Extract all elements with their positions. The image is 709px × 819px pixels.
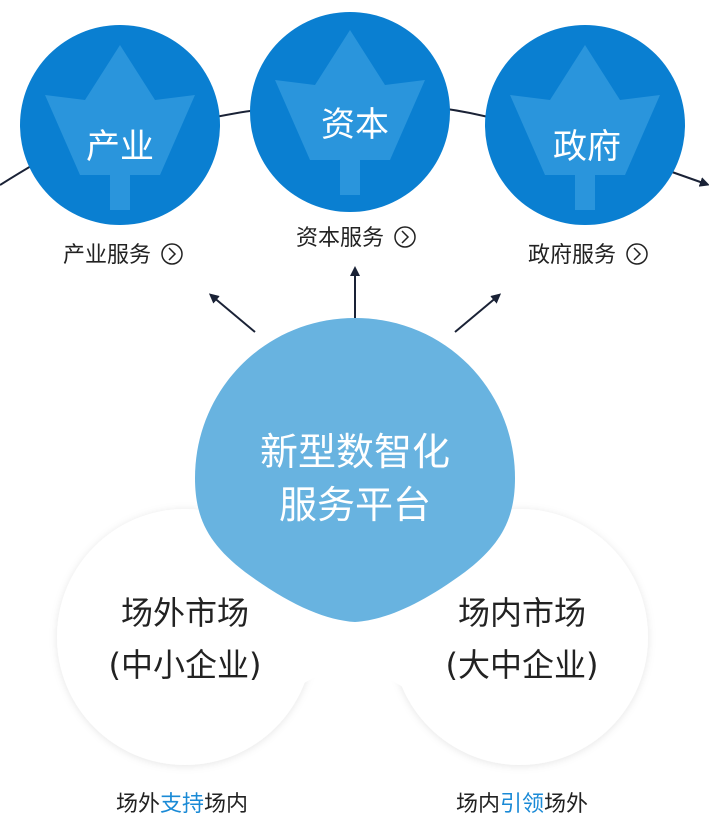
caption-post: 场外 <box>544 792 588 817</box>
caption-pre: 场内 <box>456 792 500 817</box>
market-otc-line1: 场外市场 <box>121 594 249 632</box>
service-link-government[interactable]: 政府服务 <box>528 243 648 268</box>
market-otc-line2: (中小企业) <box>109 646 262 684</box>
crown-icon <box>510 45 660 210</box>
platform-title-line2: 服务平台 <box>279 483 431 527</box>
node-government: 政府 <box>485 25 685 225</box>
crown-icon <box>275 30 425 195</box>
market-exchange-line2: (大中企业) <box>446 646 599 684</box>
caption-otc: 场外支持场内 <box>116 792 248 817</box>
chevron-right-icon <box>161 243 183 265</box>
crown-icon <box>45 45 195 210</box>
node-industry: 产业 <box>20 25 220 225</box>
platform-droplet <box>195 318 515 622</box>
node-capital: 资本 <box>250 12 450 212</box>
arrow-to-industry <box>208 293 256 333</box>
caption-pre: 场外 <box>116 792 160 817</box>
arrow-to-government <box>454 293 502 333</box>
node-label: 资本 <box>321 105 389 145</box>
service-link-capital[interactable]: 资本服务 <box>296 226 416 251</box>
node-label: 政府 <box>553 127 621 167</box>
service-link-label: 政府服务 <box>528 243 616 268</box>
connector-arrow-right <box>671 171 709 187</box>
node-label: 产业 <box>86 127 154 167</box>
caption-exchange: 场内引领场外 <box>456 792 588 817</box>
caption-accent: 支持 <box>160 792 204 817</box>
chevron-right-icon <box>394 226 416 248</box>
caption-post: 场内 <box>204 792 248 817</box>
caption-accent: 引领 <box>500 792 544 817</box>
service-link-industry[interactable]: 产业服务 <box>63 243 183 268</box>
chevron-right-icon <box>626 243 648 265</box>
service-link-label: 产业服务 <box>63 243 151 268</box>
service-link-label: 资本服务 <box>296 226 384 251</box>
market-exchange-line1: 场内市场 <box>458 594 586 632</box>
platform-title-line1: 新型数智化 <box>260 430 450 474</box>
